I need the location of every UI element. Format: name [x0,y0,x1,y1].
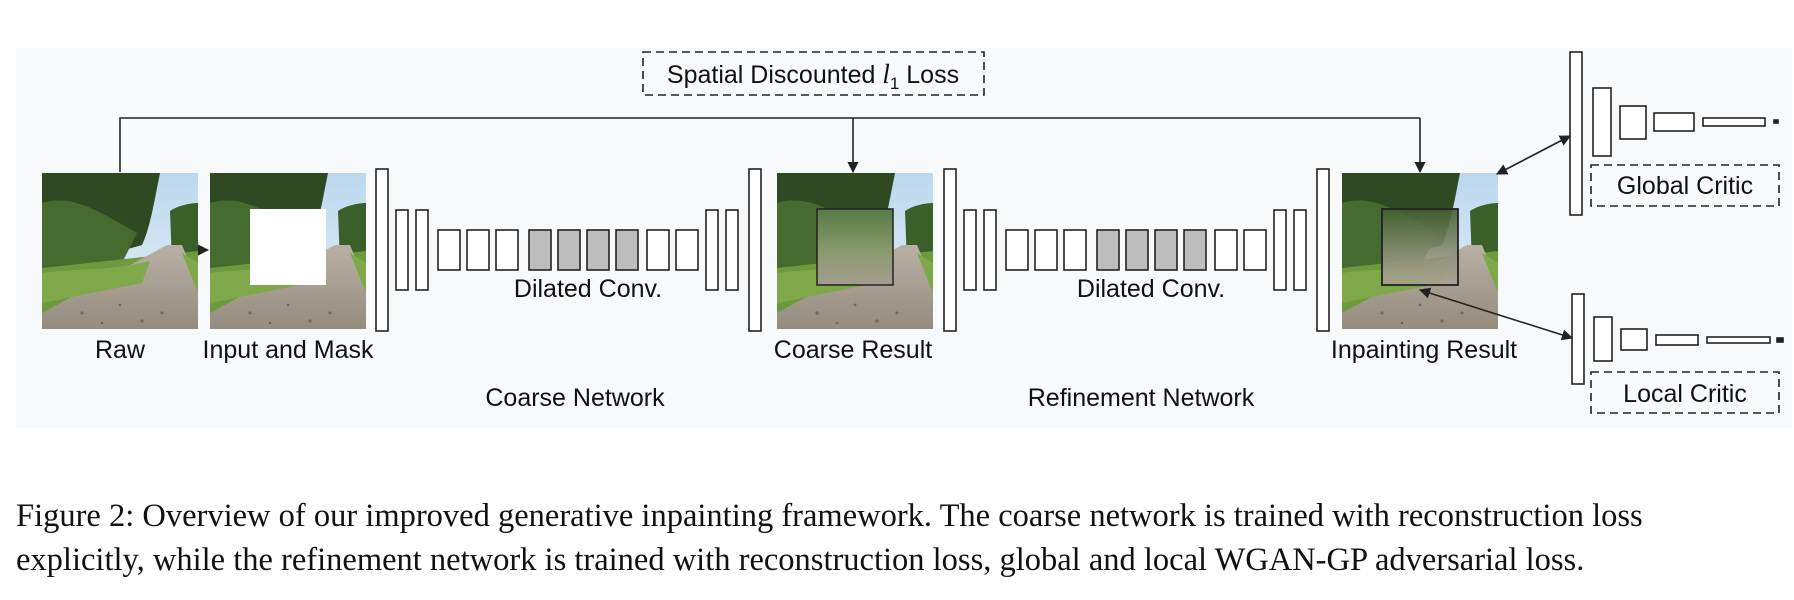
label-coarse-result: Coarse Result [774,336,932,364]
loss-label-suffix: Loss [899,61,959,89]
layer-block [943,168,957,332]
layer-block [375,168,389,332]
layer-block [1063,229,1087,271]
hole-mask [250,209,326,285]
local-critic-layers [1571,293,1784,385]
critic-block [1773,119,1779,124]
layer-block [748,168,762,332]
coarse-result-image [777,173,933,329]
dilated-block [528,229,552,271]
layer-block [983,209,997,291]
loss-label-subscript: 1 [890,74,899,93]
critic-block [1620,328,1648,351]
figure-caption: Figure 2: Overview of our improved gener… [16,494,1786,582]
critic-block [1655,334,1699,346]
loss-label-symbol: l [882,59,890,89]
critic-block [1569,51,1583,216]
label-refinement-network: Refinement Network [1028,384,1255,412]
dilated-block [1125,229,1149,271]
critic-block [1706,336,1771,344]
layer-block [963,209,977,291]
global-critic-layers [1569,51,1779,216]
layer-block [725,209,739,291]
layer-block [415,209,429,291]
layer-block [1243,229,1267,271]
loss-box: Spatial Discounted l1 Loss [642,51,985,96]
dilated-block [1154,229,1178,271]
layer-block [466,229,490,271]
layer-block [646,229,670,271]
refinement-network-layers [943,168,1330,332]
caption-line-1: Figure 2: Overview of our improved gener… [16,498,1643,534]
dilated-block [557,229,581,271]
local-critic-label: Local Critic [1623,380,1747,408]
layer-block [495,229,519,271]
label-inpainting-result: Inpainting Result [1331,336,1517,364]
layer-block [1005,229,1029,271]
local-critic-box: Local Critic [1590,371,1780,414]
layer-block [1273,209,1287,291]
layer-block [705,209,719,291]
loss-connectors [119,117,1426,256]
caption-line-2: explicitly, while the refinement network… [16,542,1585,578]
local-region-box [1381,208,1459,286]
label-coarse-network: Coarse Network [485,384,665,412]
label-dilated-conv-2: Dilated Conv. [1077,275,1225,303]
raw-image [42,173,198,329]
label-raw: Raw [95,336,146,364]
critic-block [1702,117,1766,127]
layer-block [675,229,699,271]
global-critic-label: Global Critic [1617,172,1753,200]
layer-block [437,229,461,271]
dilated-block [1096,229,1120,271]
critic-block [1592,87,1612,157]
dilated-block [615,229,639,271]
critic-block [1593,316,1613,362]
layer-block [1316,168,1330,332]
coarse-network-layers [375,168,762,332]
framework-diagram: Spatial Discounted l1 Loss [42,51,1784,414]
label-input-mask: Input and Mask [203,336,374,364]
inpaint-fill [1382,209,1458,285]
coarse-fill [816,208,894,286]
layer-block [1214,229,1238,271]
critic-block [1571,293,1585,385]
dilated-block [1183,229,1207,271]
loss-label-prefix: Spatial Discounted [667,61,882,89]
critic-block [1619,105,1647,140]
inpainting-result-image [1342,173,1498,329]
dilated-block [586,229,610,271]
loss-label: Spatial Discounted l1 Loss [667,59,959,93]
input-mask-image [210,173,366,329]
layer-block [1034,229,1058,271]
layer-block [1293,209,1307,291]
label-dilated-conv-1: Dilated Conv. [514,275,662,303]
critic-block [1776,337,1784,343]
global-critic-box: Global Critic [1590,164,1780,207]
critic-connectors [1418,135,1574,341]
critic-block [1653,112,1695,132]
layer-block [395,209,409,291]
